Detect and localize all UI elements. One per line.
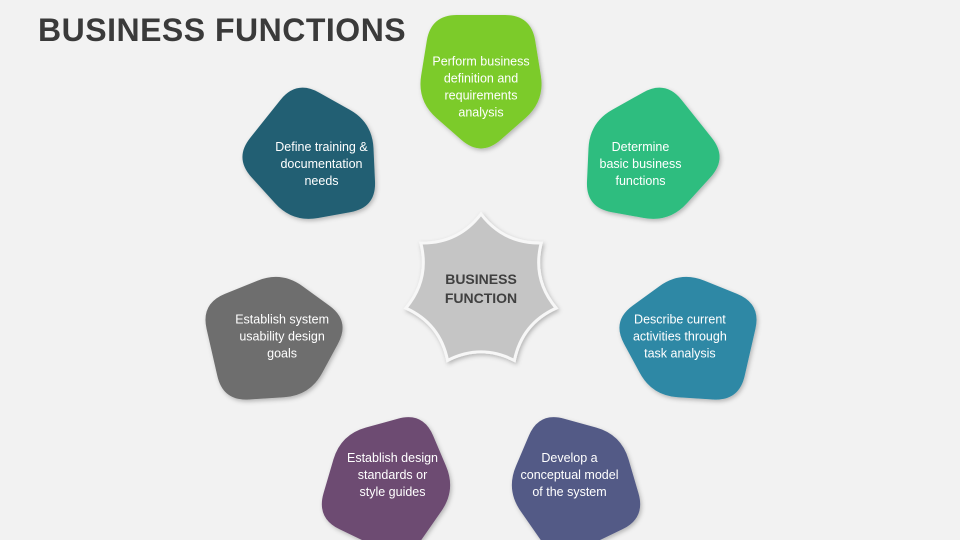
petal-shape xyxy=(242,87,376,219)
petal-label-line: Develop a xyxy=(541,451,597,465)
petal-label: Perform business definition and requiremen… xyxy=(432,55,529,120)
petal-shape xyxy=(205,276,343,400)
petal-label-line: documentation xyxy=(280,157,362,171)
petal-label-line: style guides xyxy=(359,485,425,499)
petal-label-line: Determine xyxy=(612,140,670,154)
petal-label: Develop a conceptual model of the system xyxy=(521,451,619,499)
petal-label-line: Describe current xyxy=(634,312,726,326)
petal-perform-business-definition: Perform business definition and requiremen… xyxy=(420,15,542,149)
petal-label-line: requirements xyxy=(445,89,518,103)
petal-label: Describe current activities through task a… xyxy=(633,312,727,360)
petal-label-line: goals xyxy=(267,346,297,360)
petal-label-line: usability design xyxy=(239,329,325,343)
petal-describe-current-activities: Describe current activities through task a… xyxy=(619,276,757,400)
petal-label-line: Perform business xyxy=(432,55,529,69)
petal-define-training-documentation: Define training & documentation needs xyxy=(242,87,376,219)
petal-shape xyxy=(586,87,720,219)
center-hub: BUSINESS FUNCTION xyxy=(403,211,559,363)
petal-label-line: activities through xyxy=(633,329,727,343)
center-label: BUSINESS FUNCTION xyxy=(445,271,517,306)
petal-establish-design-standards: Establish design standards or style guides xyxy=(321,417,451,540)
slide-title: BUSINESS FUNCTIONS xyxy=(38,12,407,48)
petal-label: Define training & documentation needs xyxy=(275,140,368,188)
petal-label-line: definition and xyxy=(444,72,518,86)
petal-label-line: of the system xyxy=(532,485,606,499)
petal-label-line: analysis xyxy=(458,106,503,120)
petal-establish-usability-goals: Establish system usability design goals xyxy=(205,276,343,400)
petal-develop-conceptual-model: Develop a conceptual model of the system xyxy=(511,417,641,540)
petal-label: Establish system usability design goals xyxy=(235,312,329,360)
petal-label-line: Establish design xyxy=(347,451,438,465)
petal-label-line: basic business xyxy=(600,157,682,171)
petal-shape xyxy=(619,276,757,400)
petal-label-line: needs xyxy=(304,174,338,188)
petal-label-line: Define training & xyxy=(275,140,368,154)
petal-label-line: functions xyxy=(615,174,665,188)
petal-label: Establish design standards or style guides xyxy=(347,451,438,499)
petal-shape xyxy=(321,417,451,540)
petal-label-line: task analysis xyxy=(644,346,716,360)
center-label-line: BUSINESS xyxy=(445,271,517,287)
petal-label-line: Establish system xyxy=(235,312,329,326)
petal-label: Determine basic business functions xyxy=(600,140,682,188)
petal-determine-basic-functions: Determine basic business functions xyxy=(586,87,720,219)
petal-shape xyxy=(420,15,542,149)
petal-label-line: standards or xyxy=(358,468,427,482)
center-label-line: FUNCTION xyxy=(445,290,517,306)
petal-shape xyxy=(511,417,641,540)
center-shape xyxy=(403,211,559,363)
petal-label-line: conceptual model xyxy=(521,468,619,482)
